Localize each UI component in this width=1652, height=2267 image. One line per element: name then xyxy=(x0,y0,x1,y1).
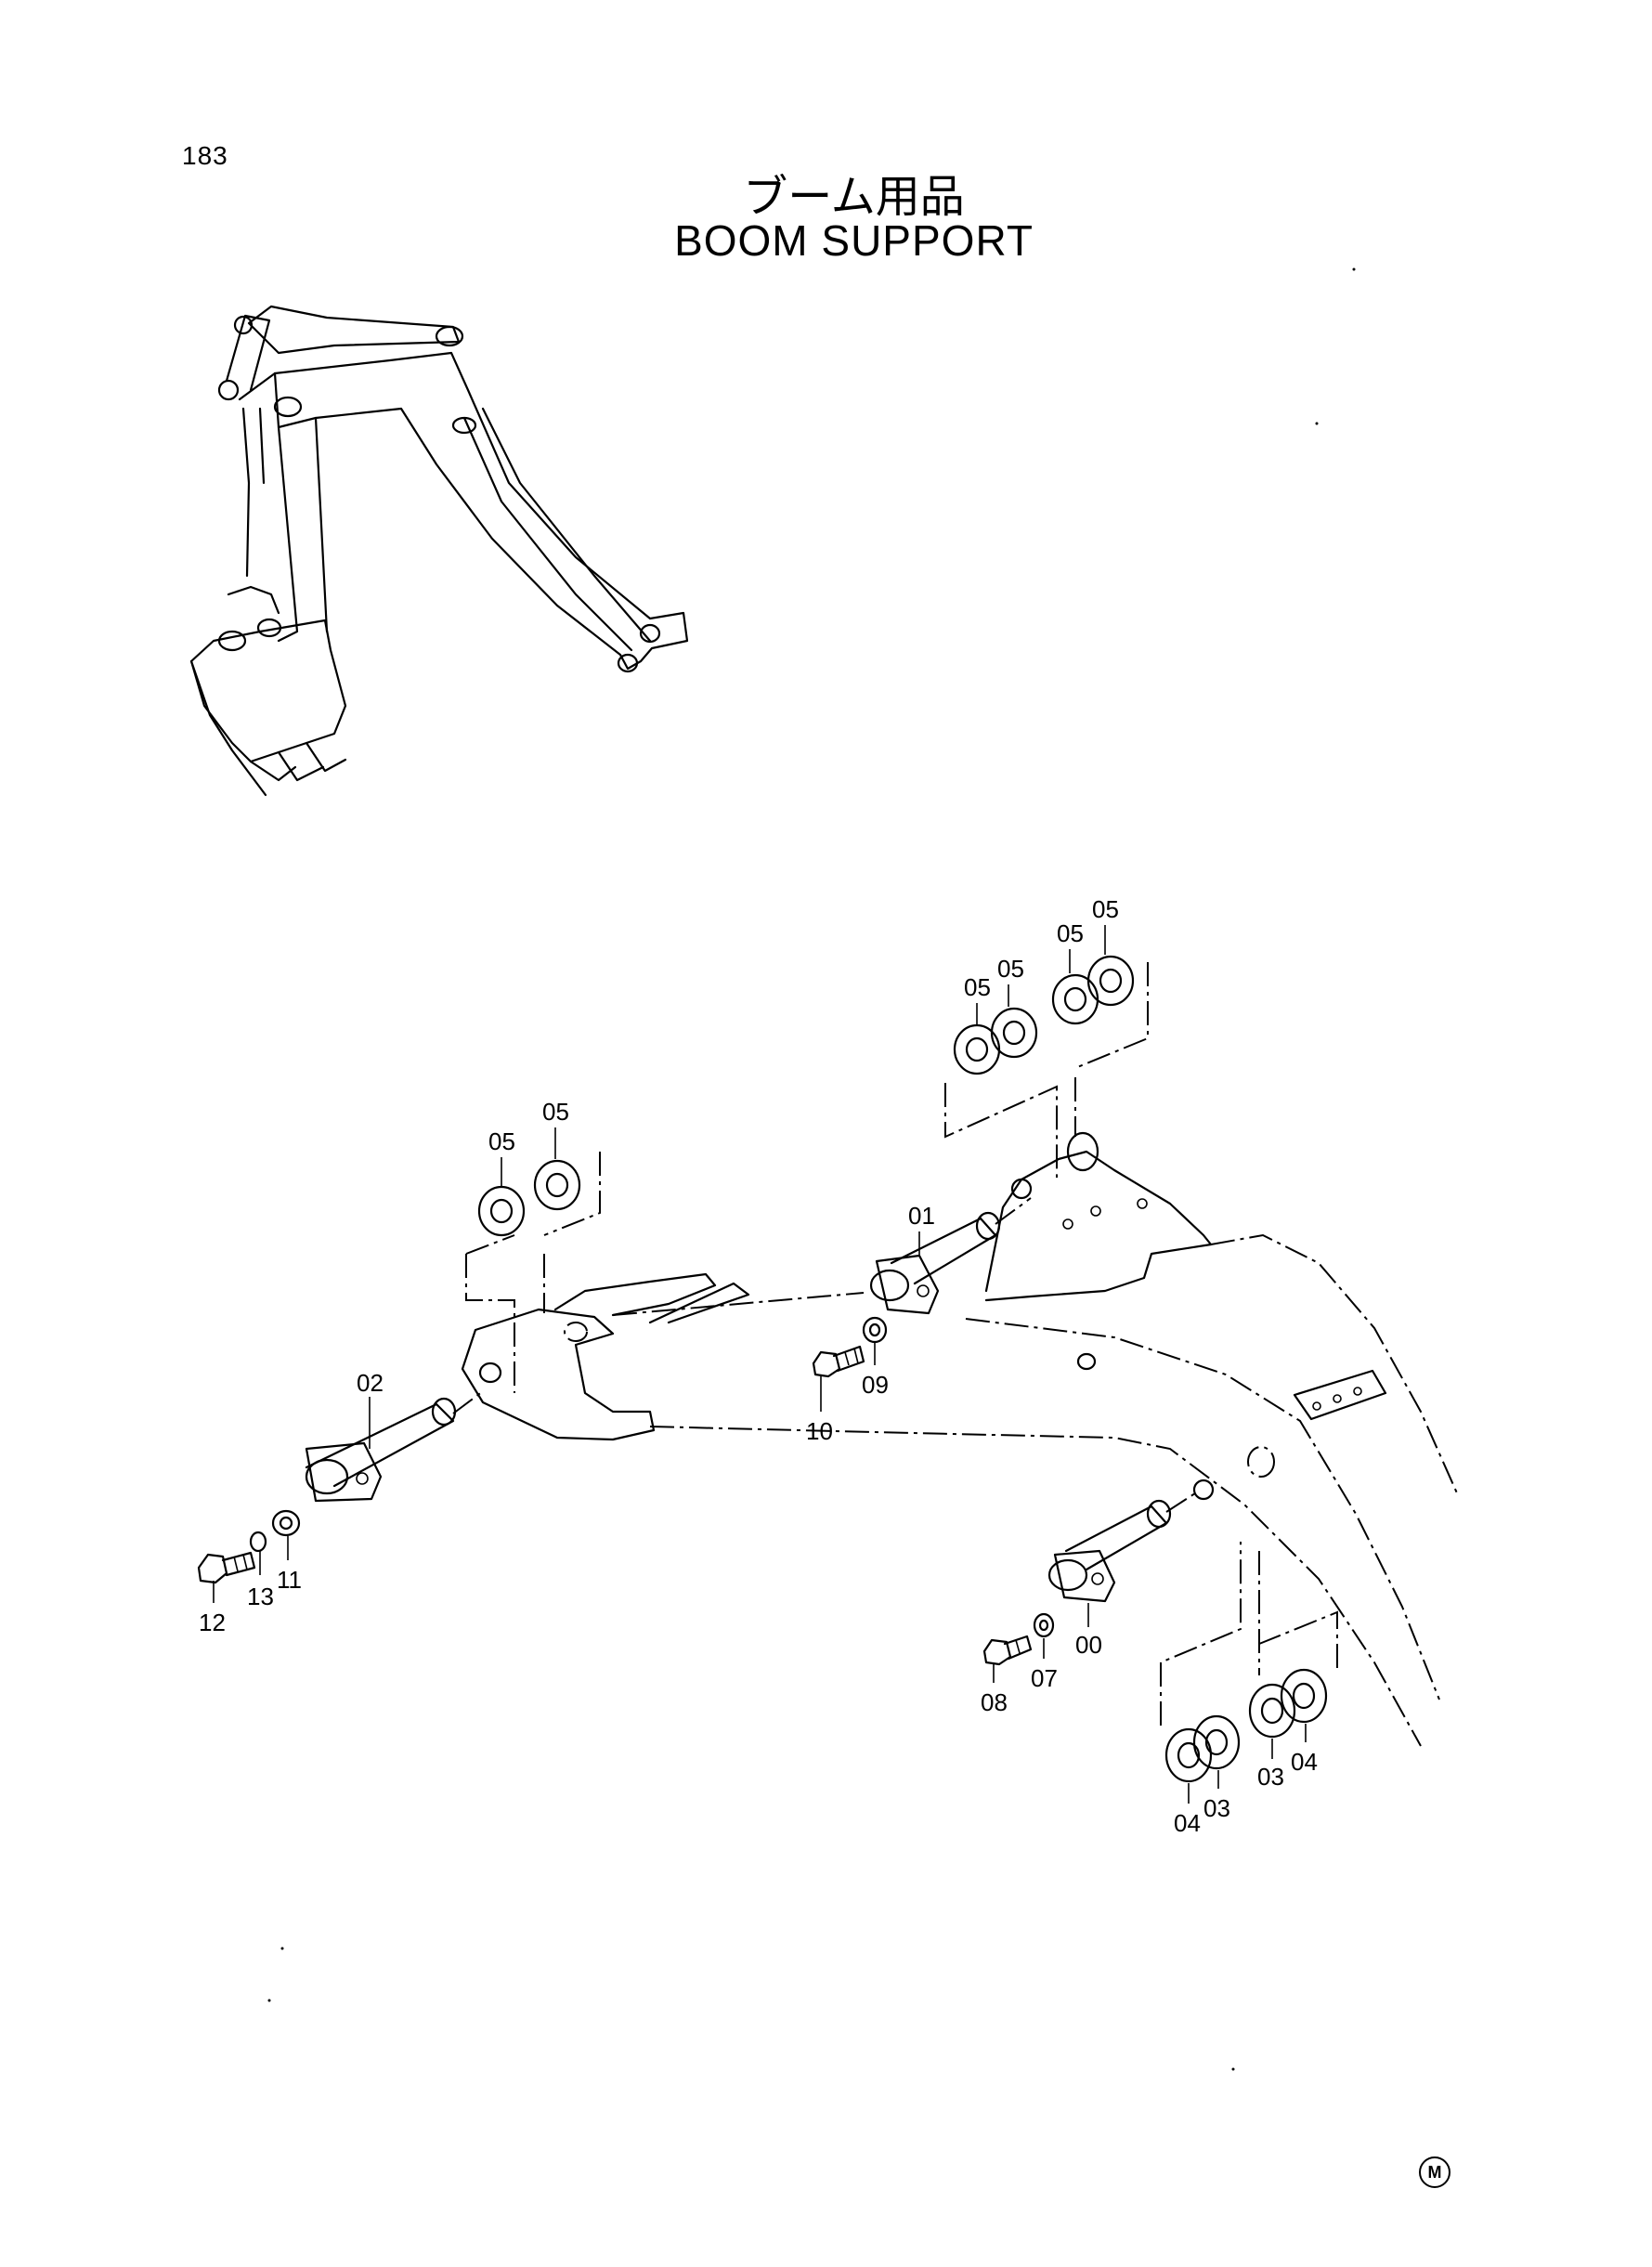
callout-08: 08 xyxy=(981,1688,1008,1716)
washer-11 xyxy=(271,1509,301,1537)
page-number: 183 xyxy=(182,141,228,170)
scan-specks xyxy=(267,267,1356,2071)
bolt-12 xyxy=(197,1551,256,1584)
washer-07 xyxy=(1033,1612,1055,1638)
bolt-08 xyxy=(982,1635,1033,1666)
callout-00: 00 xyxy=(1075,1631,1102,1659)
callout-labels: 12 13 11 02 01 10 09 08 07 00 05 05 05 0… xyxy=(199,895,1318,1837)
pin-01 xyxy=(869,1197,1032,1315)
callout-05-f: 05 xyxy=(1092,895,1119,923)
title-english: BOOM SUPPORT xyxy=(674,216,1034,265)
leader-lines xyxy=(213,925,1307,1804)
manufacturer-mark: M xyxy=(1419,2156,1450,2188)
callout-03-a: 03 xyxy=(1203,1794,1230,1822)
callout-04-a: 04 xyxy=(1174,1809,1201,1837)
callout-05-d: 05 xyxy=(997,955,1024,983)
bolt-10 xyxy=(812,1345,865,1378)
callout-13: 13 xyxy=(247,1583,274,1610)
callout-07: 07 xyxy=(1031,1664,1058,1692)
callout-05-c: 05 xyxy=(964,973,991,1001)
callout-02: 02 xyxy=(357,1369,384,1397)
washer-09 xyxy=(862,1316,888,1344)
pin-02 xyxy=(305,1390,484,1503)
shim-group-05-left xyxy=(465,1152,601,1393)
callout-12: 12 xyxy=(199,1609,226,1636)
callout-05-b: 05 xyxy=(542,1098,569,1126)
callout-03-b: 03 xyxy=(1257,1763,1284,1791)
washer-13 xyxy=(249,1531,267,1553)
callout-04-b: 04 xyxy=(1291,1748,1318,1776)
callout-09: 09 xyxy=(862,1371,889,1399)
pin-00 xyxy=(1047,1491,1199,1603)
callout-10: 10 xyxy=(806,1417,833,1445)
title-japanese: ブーム用品 xyxy=(743,171,965,223)
shim-group-03-04 xyxy=(1160,1542,1338,1783)
callout-05-e: 05 xyxy=(1057,919,1084,947)
callout-11: 11 xyxy=(277,1566,302,1594)
overview-excavator-illustration xyxy=(189,305,689,797)
boom-main-outline xyxy=(461,1131,1459,1747)
callout-01: 01 xyxy=(908,1202,935,1230)
callout-05-a: 05 xyxy=(488,1127,515,1155)
